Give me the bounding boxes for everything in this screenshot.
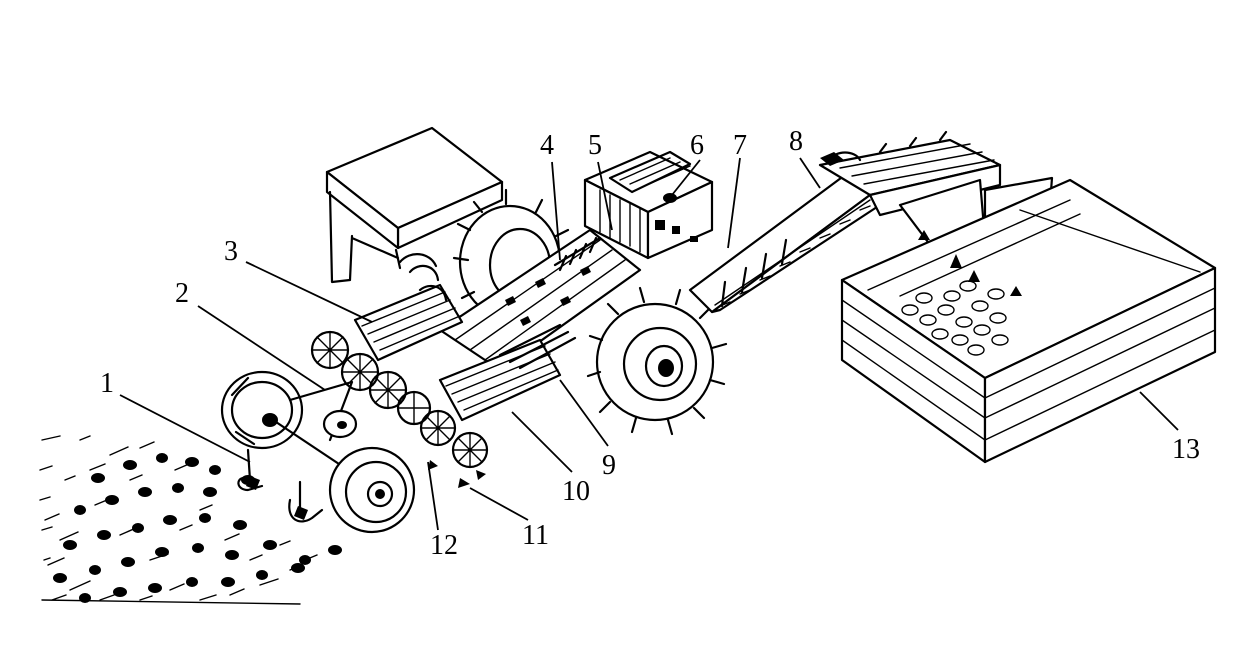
front-wheel-axle <box>220 370 416 534</box>
field-soil <box>39 435 342 605</box>
callout-6: 6 <box>690 130 704 161</box>
cab-canopy <box>325 126 504 284</box>
callout-1: 1 <box>100 368 114 399</box>
star-roller-assembly-right <box>322 323 577 488</box>
callout-labels: 1 2 3 4 5 6 7 8 9 10 11 12 13 <box>100 126 1200 561</box>
callout-13: 13 <box>1172 434 1200 465</box>
callout-12: 12 <box>430 530 458 561</box>
callout-10: 10 <box>562 476 590 507</box>
star-roller-assembly-left <box>310 253 464 426</box>
callout-9: 9 <box>602 450 616 481</box>
rear-drive-wheel-front <box>586 286 728 436</box>
storage-bin <box>840 178 1217 464</box>
leader-lines <box>119 157 1179 531</box>
primary-conveyor <box>438 228 642 372</box>
callout-11: 11 <box>522 520 549 551</box>
callout-8: 8 <box>789 126 803 157</box>
callout-7: 7 <box>733 130 747 161</box>
callout-4: 4 <box>540 130 554 161</box>
callout-3: 3 <box>224 236 238 267</box>
callout-5: 5 <box>588 130 602 161</box>
callout-2: 2 <box>175 278 189 309</box>
engine-block <box>583 150 714 260</box>
